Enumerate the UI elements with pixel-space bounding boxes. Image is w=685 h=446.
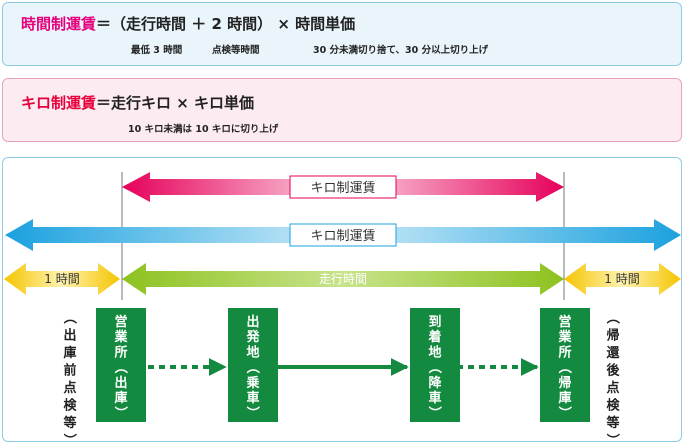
svg-text:到: 到	[428, 315, 441, 330]
min-hours-note: 最低 3 時間	[131, 45, 183, 56]
svg-text:検: 検	[63, 398, 77, 414]
distance-fare-formula: キロ制運賃＝走行キロ × キロ単価	[21, 92, 254, 113]
svg-text:）: ）	[112, 406, 128, 419]
time-fare-term: 時間制運賃	[21, 15, 97, 33]
svg-text:業: 業	[557, 329, 572, 345]
svg-text:発: 発	[245, 329, 260, 345]
svg-text:）: ）	[426, 406, 442, 419]
svg-text:庫: 庫	[558, 390, 571, 406]
time-fare-formula: 時間制運賃＝（走行時間 ＋ 2 時間） × 時間単価	[21, 13, 355, 34]
svg-text:帰: 帰	[606, 328, 619, 344]
svg-text:）: ）	[604, 433, 620, 446]
km-fare-label-blue-box	[289, 223, 397, 247]
svg-text:）: ）	[61, 433, 77, 446]
svg-text:乗: 乗	[245, 375, 259, 391]
pre-hour-arrow	[4, 263, 120, 295]
svg-text:還: 還	[606, 345, 620, 361]
post-hour-label: 1 時間	[604, 272, 639, 286]
svg-text:降: 降	[428, 375, 442, 391]
station-departure: 出発地（乗車）	[228, 308, 278, 422]
svg-text:（: （	[61, 311, 77, 324]
svg-text:所: 所	[558, 344, 571, 360]
running-time-label: 走行時間	[319, 272, 367, 286]
time-rounding-note: 30 分未満切り捨て、30 分以上切り上げ	[313, 45, 489, 56]
svg-text:庫: 庫	[63, 345, 76, 361]
inspection-time-note: 点検等時間	[212, 45, 260, 56]
post-hour-arrow	[564, 263, 681, 295]
svg-text:車: 車	[428, 390, 441, 406]
svg-text:（: （	[604, 311, 620, 324]
svg-text:営: 営	[114, 314, 127, 330]
svg-text:地: 地	[246, 344, 259, 360]
time-fare-box: 時間制運賃＝（走行時間 ＋ 2 時間） × 時間単価 最低 3 時間 点検等時間…	[2, 2, 682, 66]
svg-text:庫: 庫	[114, 390, 127, 406]
svg-text:帰: 帰	[558, 375, 571, 391]
distance-fare-expression: ＝走行キロ × キロ単価	[96, 94, 255, 112]
distance-fare-term: キロ制運賃	[21, 94, 97, 112]
svg-text:検: 検	[606, 398, 620, 414]
distance-fare-box: キロ制運賃＝走行キロ × キロ単価 10 キロ未満は 10 キロに切り上げ	[2, 78, 682, 142]
svg-text:出: 出	[246, 314, 259, 330]
svg-text:等: 等	[62, 415, 76, 431]
svg-text:）: ）	[556, 406, 572, 419]
pre-hour-label: 1 時間	[44, 272, 79, 286]
station-office-out: 営業所（出庫）	[96, 308, 146, 422]
svg-text:出: 出	[114, 375, 127, 391]
km-fare-label-pink-box	[289, 175, 397, 199]
km-fare-label-pink: キロ制運賃	[310, 181, 375, 196]
svg-text:）: ）	[244, 406, 260, 419]
svg-text:後: 後	[606, 363, 620, 379]
svg-text:（: （	[426, 361, 442, 374]
svg-text:前: 前	[63, 363, 76, 379]
svg-text:（: （	[112, 361, 128, 374]
svg-text:車: 車	[246, 390, 259, 406]
svg-text:（: （	[244, 361, 260, 374]
station-office-return: 営業所（帰庫）	[540, 308, 590, 422]
svg-text:出: 出	[63, 328, 76, 344]
svg-text:業: 業	[113, 329, 128, 345]
time-fare-expression: ＝（走行時間 ＋ 2 時間） × 時間単価	[96, 15, 356, 33]
svg-text:点: 点	[63, 380, 76, 396]
svg-text:（: （	[556, 361, 572, 374]
svg-text:地: 地	[428, 344, 441, 360]
km-fare-label-blue: キロ制運賃	[310, 229, 375, 244]
distance-rounding-note: 10 キロ未満は 10 キロに切り上げ	[128, 124, 279, 135]
running-time-arrow	[122, 263, 564, 295]
svg-text:着: 着	[427, 329, 441, 345]
svg-text:点: 点	[606, 380, 619, 396]
svg-text:所: 所	[114, 344, 127, 360]
station-arrival: 到着地（降車）	[410, 308, 460, 422]
svg-text:営: 営	[558, 314, 571, 330]
svg-text:等: 等	[605, 415, 619, 431]
